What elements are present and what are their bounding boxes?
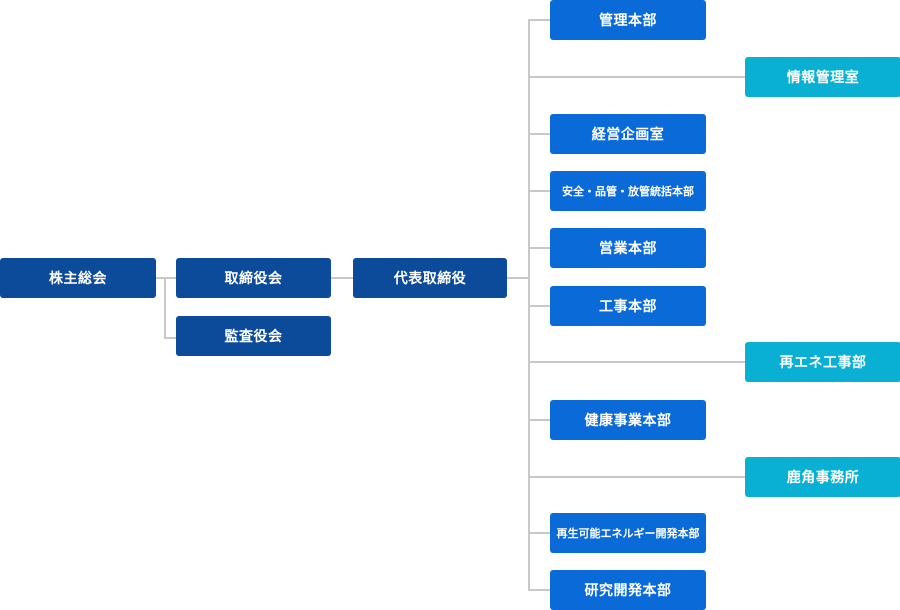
board-of-directors-box: 取締役会 [176, 258, 331, 298]
connector-branch [528, 361, 745, 363]
shareholders-meeting-box: 株主総会 [0, 258, 156, 298]
connector-branch [528, 589, 550, 591]
connector-branch [528, 305, 550, 307]
department-box-research-development: 研究開発本部 [550, 570, 706, 610]
office-box-information-management: 情報管理室 [745, 57, 900, 97]
connector-president-trunk [507, 277, 530, 279]
connector-auditors [164, 337, 176, 339]
audit-board-box: 監査役会 [176, 316, 331, 356]
department-box-administration: 管理本部 [550, 0, 706, 40]
representative-director-box: 代表取締役 [353, 258, 507, 298]
connector-branch [528, 532, 550, 534]
department-box-renewable-development: 再生可能エネルギー開発本部 [550, 513, 706, 553]
connector-branch [528, 133, 550, 135]
connector-branch [528, 419, 550, 421]
connector-board-auditors-vertical [164, 277, 166, 339]
connector-branch [528, 19, 550, 21]
connector-branch [528, 76, 745, 78]
department-box-safety-quality: 安全・品管・放管統括本部 [550, 171, 706, 211]
department-box-corporate-planning: 経営企画室 [550, 114, 706, 154]
department-box-sales: 営業本部 [550, 228, 706, 268]
connector-branch [528, 247, 550, 249]
office-box-renewable-construction: 再エネ工事部 [745, 342, 900, 382]
connector-branch [528, 190, 550, 192]
connector-shareholders-board [156, 277, 176, 279]
department-box-health-business: 健康事業本部 [550, 400, 706, 440]
connector-board-president [331, 277, 353, 279]
department-box-construction: 工事本部 [550, 286, 706, 326]
office-box-kazuno: 鹿角事務所 [745, 457, 900, 497]
connector-branch [528, 476, 745, 478]
